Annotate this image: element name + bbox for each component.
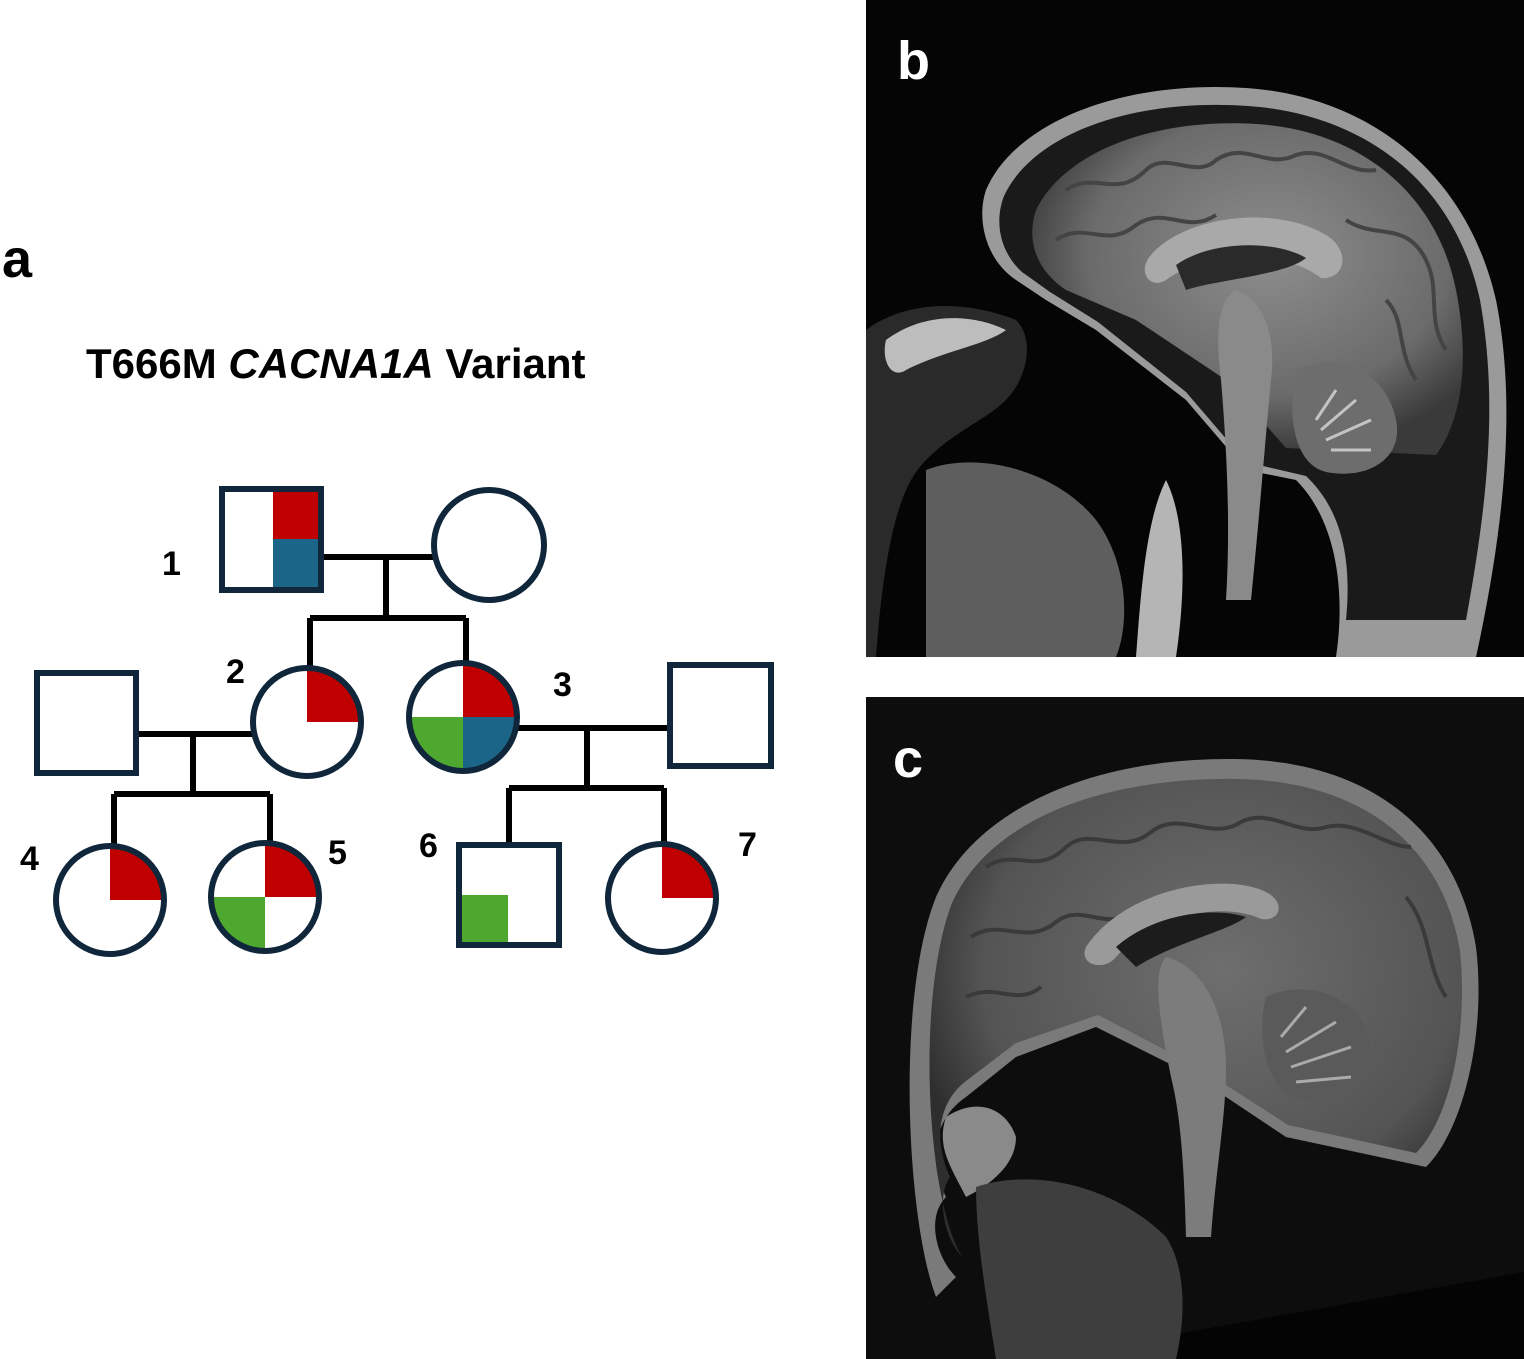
- mri-image-c: c: [866, 697, 1524, 1359]
- pedigree-title: T666M CACNA1A Variant: [86, 340, 586, 388]
- individual-4: [53, 843, 167, 957]
- id-label-3: 3: [553, 666, 572, 704]
- id-label-2: 2: [226, 653, 245, 691]
- mri-sagittal-b: [866, 0, 1524, 657]
- id-label-5: 5: [328, 834, 347, 872]
- spouse-3: [667, 662, 774, 769]
- id-label-7: 7: [738, 826, 757, 864]
- panel-label-b: b: [897, 31, 930, 91]
- id-label-4: 4: [20, 840, 39, 878]
- individual-3: [406, 660, 520, 774]
- spouse-2: [34, 670, 139, 776]
- individual-2: [250, 665, 364, 779]
- individual-5: [208, 840, 322, 954]
- spouse-1: [431, 487, 547, 603]
- individual-1: [219, 486, 324, 593]
- mri-sagittal-c: [866, 697, 1524, 1359]
- pedigree-lines: [111, 554, 668, 848]
- id-label-1: 1: [162, 545, 181, 583]
- title-prefix: T666M: [86, 340, 229, 387]
- mri-image-b: b: [866, 0, 1524, 657]
- pedigree-chart: 1 2 3 4 5: [20, 486, 774, 957]
- id-label-6: 6: [419, 827, 438, 865]
- panel-label-c: c: [893, 729, 924, 789]
- individual-7: [605, 841, 719, 955]
- title-suffix: Variant: [433, 340, 586, 387]
- individual-6: [456, 842, 562, 948]
- panel-label-a: a: [2, 229, 33, 289]
- title-gene: CACNA1A: [228, 340, 434, 387]
